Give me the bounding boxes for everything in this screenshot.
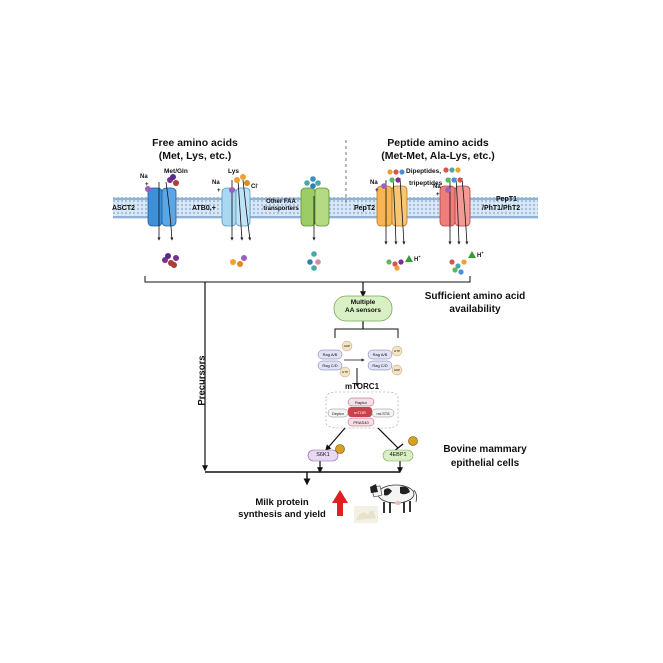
cells-line2: epithelial cells bbox=[450, 458, 520, 469]
na-label-1: Na bbox=[140, 174, 148, 180]
sensors-line1: Multiple bbox=[350, 299, 376, 306]
milk-splash-icon bbox=[354, 506, 378, 523]
s6k1-node bbox=[307, 449, 339, 462]
na-label-2: Na bbox=[212, 180, 220, 186]
asct2-label: ASCT2 bbox=[112, 205, 135, 212]
cells-label: Bovine mammary epithelial cells bbox=[430, 443, 540, 471]
aa-sensors-box bbox=[333, 295, 393, 322]
peptide-aa-heading: Peptide amino acids (Met-Met, Ala-Lys, e… bbox=[368, 137, 508, 163]
dipeptides-label: Dipeptides, bbox=[406, 168, 442, 175]
na-label-4: Na bbox=[433, 184, 441, 190]
extracellular-molecules bbox=[145, 167, 463, 193]
atb0-transporter bbox=[221, 179, 252, 241]
fourebp1-node bbox=[382, 449, 414, 462]
rag-gtpases bbox=[317, 340, 403, 378]
pept2-transporter bbox=[376, 177, 408, 245]
pept2-label: PepT2 bbox=[354, 205, 376, 212]
pept1-transporter bbox=[439, 177, 471, 245]
sensors-line2: AA sensors bbox=[345, 307, 381, 314]
na-plus-1: + bbox=[145, 182, 149, 188]
na-text: Na bbox=[140, 174, 148, 180]
h-plus-2: + bbox=[481, 250, 484, 255]
h-text-1: H bbox=[414, 257, 419, 263]
cl-text: Cl bbox=[251, 184, 257, 190]
pept1-line1: PepT1 bbox=[496, 196, 518, 203]
na-plus-2: + bbox=[217, 188, 221, 194]
rag-ab-right: Rag A/B bbox=[372, 352, 388, 357]
free-aa-heading: Free amino acids (Met, Lys, etc.) bbox=[140, 137, 250, 163]
cl-label: Cl- bbox=[251, 181, 258, 190]
s6k1-label: S6K1 bbox=[316, 452, 330, 458]
mlst8-label: mLST8 bbox=[376, 411, 390, 416]
other-faa-line1: Other FAA bbox=[266, 199, 296, 205]
other-faa-transporter bbox=[300, 187, 330, 241]
milk-line1: Milk protein bbox=[255, 497, 309, 508]
cells-line1: Bovine mammary bbox=[443, 444, 527, 455]
sufficient-line1: Sufficient amino acid bbox=[424, 291, 526, 302]
pept1-label: PepT1 /PhT1/PhT2 bbox=[482, 195, 520, 213]
h-label-2: H+ bbox=[477, 250, 484, 259]
asct2-transporter bbox=[147, 181, 177, 241]
precursors-label: Precursors bbox=[196, 355, 208, 406]
h-plus-1: + bbox=[418, 254, 421, 259]
cow-icon bbox=[370, 484, 418, 513]
h-label-1: H+ bbox=[414, 254, 421, 263]
rag-cd-left: Rag C/D bbox=[322, 363, 338, 368]
fourebp1-label: 4EBP1 bbox=[389, 452, 407, 458]
mtorc1-complex bbox=[325, 391, 399, 429]
other-faa-label: Other FAA transporters bbox=[256, 199, 306, 213]
na-plus-3: + bbox=[375, 188, 379, 194]
na-plus-4: + bbox=[436, 192, 440, 198]
atb0-label: ATB0,+ bbox=[192, 205, 216, 212]
intracellular-molecules bbox=[162, 251, 476, 275]
aa-sensors-label: Multiple AA sensors bbox=[334, 299, 392, 315]
pras40-label: PRAS40 bbox=[353, 420, 369, 425]
collection-bracket bbox=[144, 276, 471, 283]
met-gln-label: Met/Gln bbox=[164, 168, 188, 175]
sufficient-aa-label: Sufficient amino acid availability bbox=[410, 290, 540, 316]
rag-cd-right: Rag C/D bbox=[372, 363, 388, 368]
other-faa-line2: transporters bbox=[263, 206, 299, 212]
free-aa-subtitle: (Met, Lys, etc.) bbox=[158, 150, 232, 162]
gtp-right: GTP bbox=[393, 349, 401, 353]
rag-ab-left: Rag A/B bbox=[322, 352, 338, 357]
h-text-2: H bbox=[477, 253, 482, 259]
mtorc1-title: mTORC1 bbox=[344, 382, 380, 391]
gdp-left: GDP bbox=[343, 344, 351, 348]
gtp-left: GTP bbox=[341, 370, 349, 374]
milk-line2: synthesis and yield bbox=[238, 509, 326, 520]
na-label-3: Na bbox=[370, 180, 378, 186]
deptor-label: Deptor bbox=[331, 411, 344, 416]
sufficient-line2: availability bbox=[449, 304, 501, 315]
peptide-aa-title: Peptide amino acids bbox=[387, 137, 489, 149]
peptide-aa-subtitle: (Met-Met, Ala-Lys, etc.) bbox=[381, 150, 495, 162]
lys-label: Lys bbox=[228, 168, 239, 175]
cl-minus: - bbox=[257, 181, 259, 186]
pept1-line2: /PhT1/PhT2 bbox=[482, 205, 521, 212]
free-aa-title: Free amino acids bbox=[152, 137, 238, 149]
milk-protein-label: Milk protein synthesis and yield bbox=[232, 497, 332, 521]
gdp-right: GDP bbox=[393, 368, 401, 372]
raptor-label: Raptor bbox=[354, 400, 367, 405]
mtor-label: mTOR bbox=[354, 410, 366, 415]
tripeptides-label: tripeptides bbox=[409, 180, 443, 187]
increase-arrow-icon bbox=[332, 490, 348, 516]
